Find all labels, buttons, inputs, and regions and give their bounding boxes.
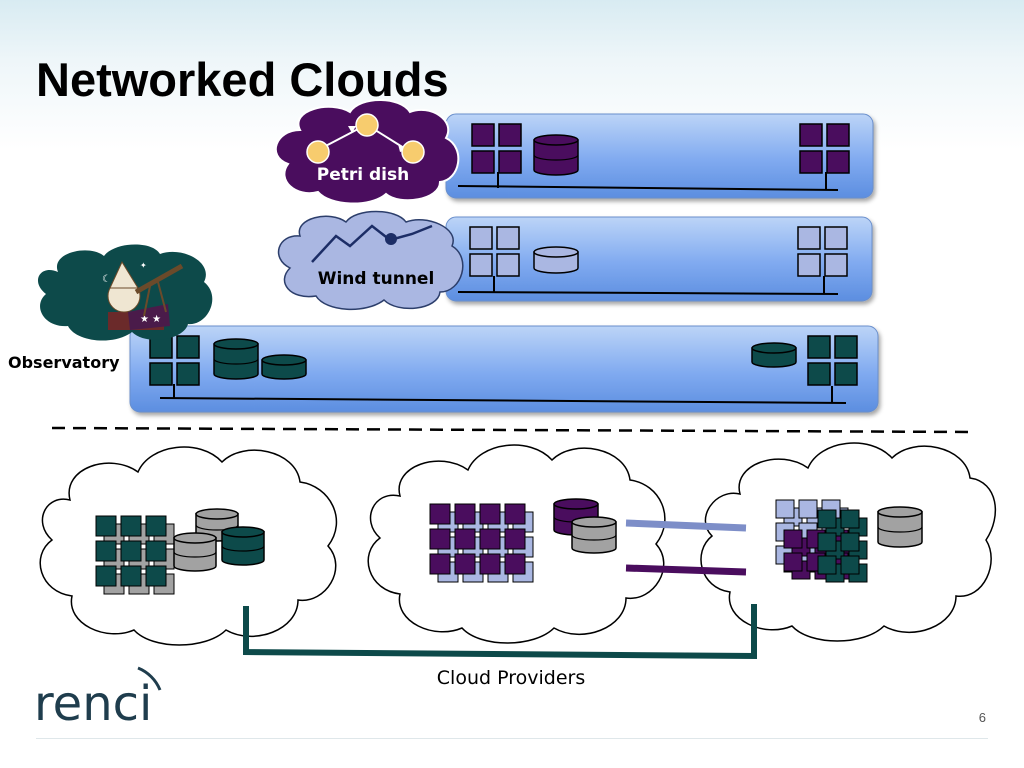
cloud-providers-label: Cloud Providers	[437, 667, 585, 689]
svg-text:★ ★: ★ ★	[140, 314, 161, 325]
server-square	[149, 362, 173, 386]
wind-tunnel-band	[445, 216, 873, 302]
server-square	[807, 335, 831, 359]
renci-logo-text: renci	[34, 676, 152, 732]
server-square	[471, 150, 495, 174]
server-square	[469, 253, 493, 277]
server-square	[824, 253, 848, 277]
server-square	[145, 565, 167, 587]
server-square	[817, 509, 837, 529]
server-grid-icon	[807, 335, 858, 386]
server-cluster	[429, 503, 534, 583]
server-square	[797, 226, 821, 250]
server-square	[479, 528, 501, 550]
server-square	[471, 123, 495, 147]
server-grid-icon	[149, 335, 200, 386]
petri-dish-band	[445, 113, 874, 199]
server-square	[807, 362, 831, 386]
server-square	[797, 253, 821, 277]
server-square	[504, 553, 526, 575]
page-number: 6	[978, 710, 986, 725]
server-square	[454, 503, 476, 525]
server-square	[834, 362, 858, 386]
server-square	[817, 555, 837, 575]
server-grid-icon	[797, 226, 848, 277]
server-square	[176, 335, 200, 359]
server-cluster	[95, 515, 175, 595]
cloud-provider-3	[700, 442, 997, 642]
server-square	[799, 150, 823, 174]
server-square	[429, 503, 451, 525]
server-square	[840, 509, 860, 529]
server-square	[799, 123, 823, 147]
observatory-cloud: ★ ★ ☾ ✦	[37, 244, 213, 341]
astronomer-icon: ★ ★ ☾ ✦	[102, 260, 184, 330]
server-square	[95, 540, 117, 562]
server-square	[429, 528, 451, 550]
wind-tunnel-label: Wind tunnel	[318, 269, 435, 289]
server-square	[454, 553, 476, 575]
server-square	[95, 565, 117, 587]
server-square	[469, 226, 493, 250]
server-square	[798, 499, 818, 519]
svg-text:☾: ☾	[102, 274, 111, 285]
server-square	[504, 528, 526, 550]
storage-cylinder-icon	[751, 342, 797, 368]
server-square	[817, 532, 837, 552]
server-square	[496, 253, 520, 277]
wind-tunnel-cloud: Wind tunnel	[277, 210, 464, 310]
storage-cylinder-icon	[221, 526, 265, 566]
server-square	[145, 540, 167, 562]
storage-cylinder-icon	[571, 516, 617, 554]
petri-dish-cloud: Petri dish	[275, 99, 460, 205]
footer-divider	[36, 738, 988, 739]
server-square	[176, 362, 200, 386]
storage-cylinder-icon	[261, 354, 307, 380]
petri-dish-label: Petri dish	[317, 165, 409, 185]
server-square	[834, 335, 858, 359]
server-square	[120, 565, 142, 587]
server-square	[479, 553, 501, 575]
server-grid-icon	[469, 226, 520, 277]
observatory-band	[129, 325, 879, 413]
storage-cylinder-icon	[533, 134, 579, 176]
server-square	[120, 540, 142, 562]
server-square	[826, 123, 850, 147]
server-square	[429, 553, 451, 575]
dashed-separator	[51, 426, 973, 434]
server-square	[840, 555, 860, 575]
server-cluster	[775, 499, 868, 583]
server-grid-icon	[471, 123, 522, 174]
server-grid-icon	[799, 123, 850, 174]
cloud-provider-1	[39, 446, 338, 646]
server-square	[95, 515, 117, 537]
server-square	[783, 552, 803, 572]
server-square	[775, 499, 795, 519]
server-square	[496, 226, 520, 250]
renci-logo: renci	[34, 666, 162, 732]
storage-cylinder-icon	[533, 246, 579, 274]
server-square	[120, 515, 142, 537]
network-link-lightblue	[625, 519, 747, 532]
server-square	[479, 503, 501, 525]
server-square	[840, 532, 860, 552]
server-square	[454, 528, 476, 550]
svg-text:✦: ✦	[140, 261, 147, 270]
cloud-provider-2	[367, 444, 666, 644]
slide-title: Networked Clouds	[36, 53, 449, 106]
server-square	[504, 503, 526, 525]
server-square	[783, 529, 803, 549]
server-square	[498, 123, 522, 147]
storage-cylinder-icon	[213, 338, 259, 380]
storage-cylinder-icon	[877, 506, 923, 548]
observatory-label: Observatory	[8, 353, 120, 372]
server-square	[498, 150, 522, 174]
storage-cylinder-icon	[173, 532, 217, 572]
server-square	[826, 150, 850, 174]
server-square	[824, 226, 848, 250]
server-square	[145, 515, 167, 537]
network-link-teal	[243, 604, 757, 660]
network-link-purple	[625, 564, 747, 576]
